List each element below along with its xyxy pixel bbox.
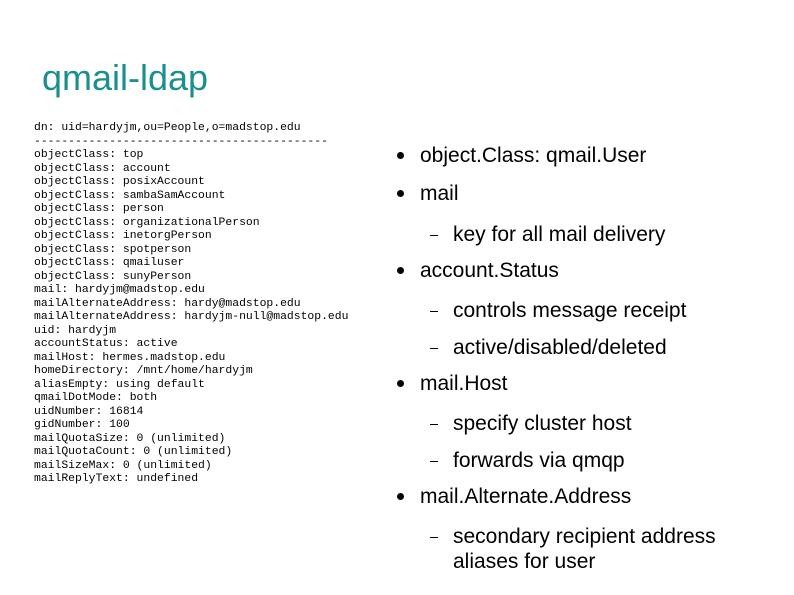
ldif-line: mailAlternateAddress: hardy@madstop.edu	[34, 297, 301, 310]
ldif-separator: ----------------------------------------…	[34, 135, 328, 148]
ldif-line: uidNumber: 16814	[34, 405, 144, 418]
bullet-dot-icon	[397, 493, 404, 500]
sub-bullet: key for all mail delivery	[430, 222, 666, 247]
sub-bullet-label: controls message receipt	[453, 299, 687, 322]
sub-bullet-label: active/disabled/deleted	[453, 336, 667, 359]
bullet-dot-icon	[397, 152, 404, 159]
dash-icon	[430, 311, 438, 312]
ldif-line: dn: uid=hardyjm,ou=People,o=madstop.edu	[34, 122, 301, 134]
bullet-mail: mail	[397, 181, 459, 206]
bullet-mail-alternate-address: mail.Alternate.Address	[397, 484, 632, 509]
ldif-line: accountStatus: active	[34, 338, 178, 350]
dash-icon	[430, 537, 438, 538]
sub-bullet: forwards via qmqp	[430, 448, 625, 473]
bullet-object-class: object.Class: qmail.User	[397, 143, 647, 168]
bullet-label: mail.Host	[420, 372, 508, 395]
ldif-line: mailQuotaSize: 0 (unlimited)	[34, 432, 226, 445]
ldif-line: aliasEmpty: using default	[34, 378, 205, 391]
ldif-line: gidNumber: 100	[34, 419, 130, 431]
bullet-account-status: account.Status	[397, 258, 559, 283]
ldif-line: mail: hardyjm@madstop.edu	[34, 284, 205, 296]
bullet-dot-icon	[397, 380, 404, 387]
ldif-line: objectClass: organizationalPerson	[34, 216, 260, 229]
slide-title: qmail-ldap	[42, 57, 209, 98]
sub-bullet-label: key for all mail delivery	[453, 223, 666, 246]
ldif-line: mailQuotaCount: 0 (unlimited)	[34, 446, 233, 458]
dash-icon	[430, 235, 438, 236]
ldif-line: mailSizeMax: 0 (unlimited)	[34, 459, 212, 472]
ldif-line: mailHost: hermes.madstop.edu	[34, 351, 226, 364]
bullet-dot-icon	[397, 267, 404, 274]
ldif-line: objectClass: posixAccount	[34, 176, 205, 188]
sub-bullet-label: forwards via qmqp	[453, 449, 625, 472]
sub-bullet: active/disabled/deleted	[430, 335, 667, 360]
sub-bullet-label: specify cluster host	[453, 412, 632, 435]
sub-bullet: specify cluster host	[430, 411, 632, 436]
ldif-line: objectClass: sunyPerson	[34, 270, 192, 283]
ldif-line: objectClass: sambaSamAccount	[34, 189, 226, 202]
sub-bullet-label: secondary recipient address aliases for …	[453, 525, 716, 573]
sub-bullet: controls message receipt	[430, 298, 687, 323]
ldif-line: mailReplyText: undefined	[34, 473, 199, 485]
ldif-line: objectClass: inetorgPerson	[34, 230, 212, 242]
bullet-label: object.Class: qmail.User	[420, 144, 647, 167]
ldif-record: dn: uid=hardyjm,ou=People,o=madstop.edu-…	[34, 122, 348, 487]
dash-icon	[430, 424, 438, 425]
ldif-line: homeDirectory: /mnt/home/hardyjm	[34, 365, 253, 377]
ldif-line: qmailDotMode: both	[34, 392, 158, 404]
ldif-line: objectClass: person	[34, 203, 164, 215]
bullet-mail-host: mail.Host	[397, 371, 508, 396]
bullet-label: mail	[420, 182, 459, 205]
dash-icon	[430, 348, 438, 349]
ldif-line: objectClass: account	[34, 162, 171, 175]
dash-icon	[430, 461, 438, 462]
ldif-line: objectClass: top	[34, 149, 144, 161]
bullet-label: account.Status	[420, 259, 559, 282]
ldif-line: objectClass: qmailuser	[34, 257, 185, 269]
sub-bullet: secondary recipient address aliases for …	[430, 524, 773, 574]
bullet-label: mail.Alternate.Address	[420, 485, 632, 508]
ldif-line: mailAlternateAddress: hardyjm-null@madst…	[34, 311, 349, 323]
bullet-dot-icon	[397, 190, 404, 197]
ldif-line: objectClass: spotperson	[34, 243, 192, 256]
ldif-line: uid: hardyjm	[34, 324, 117, 337]
